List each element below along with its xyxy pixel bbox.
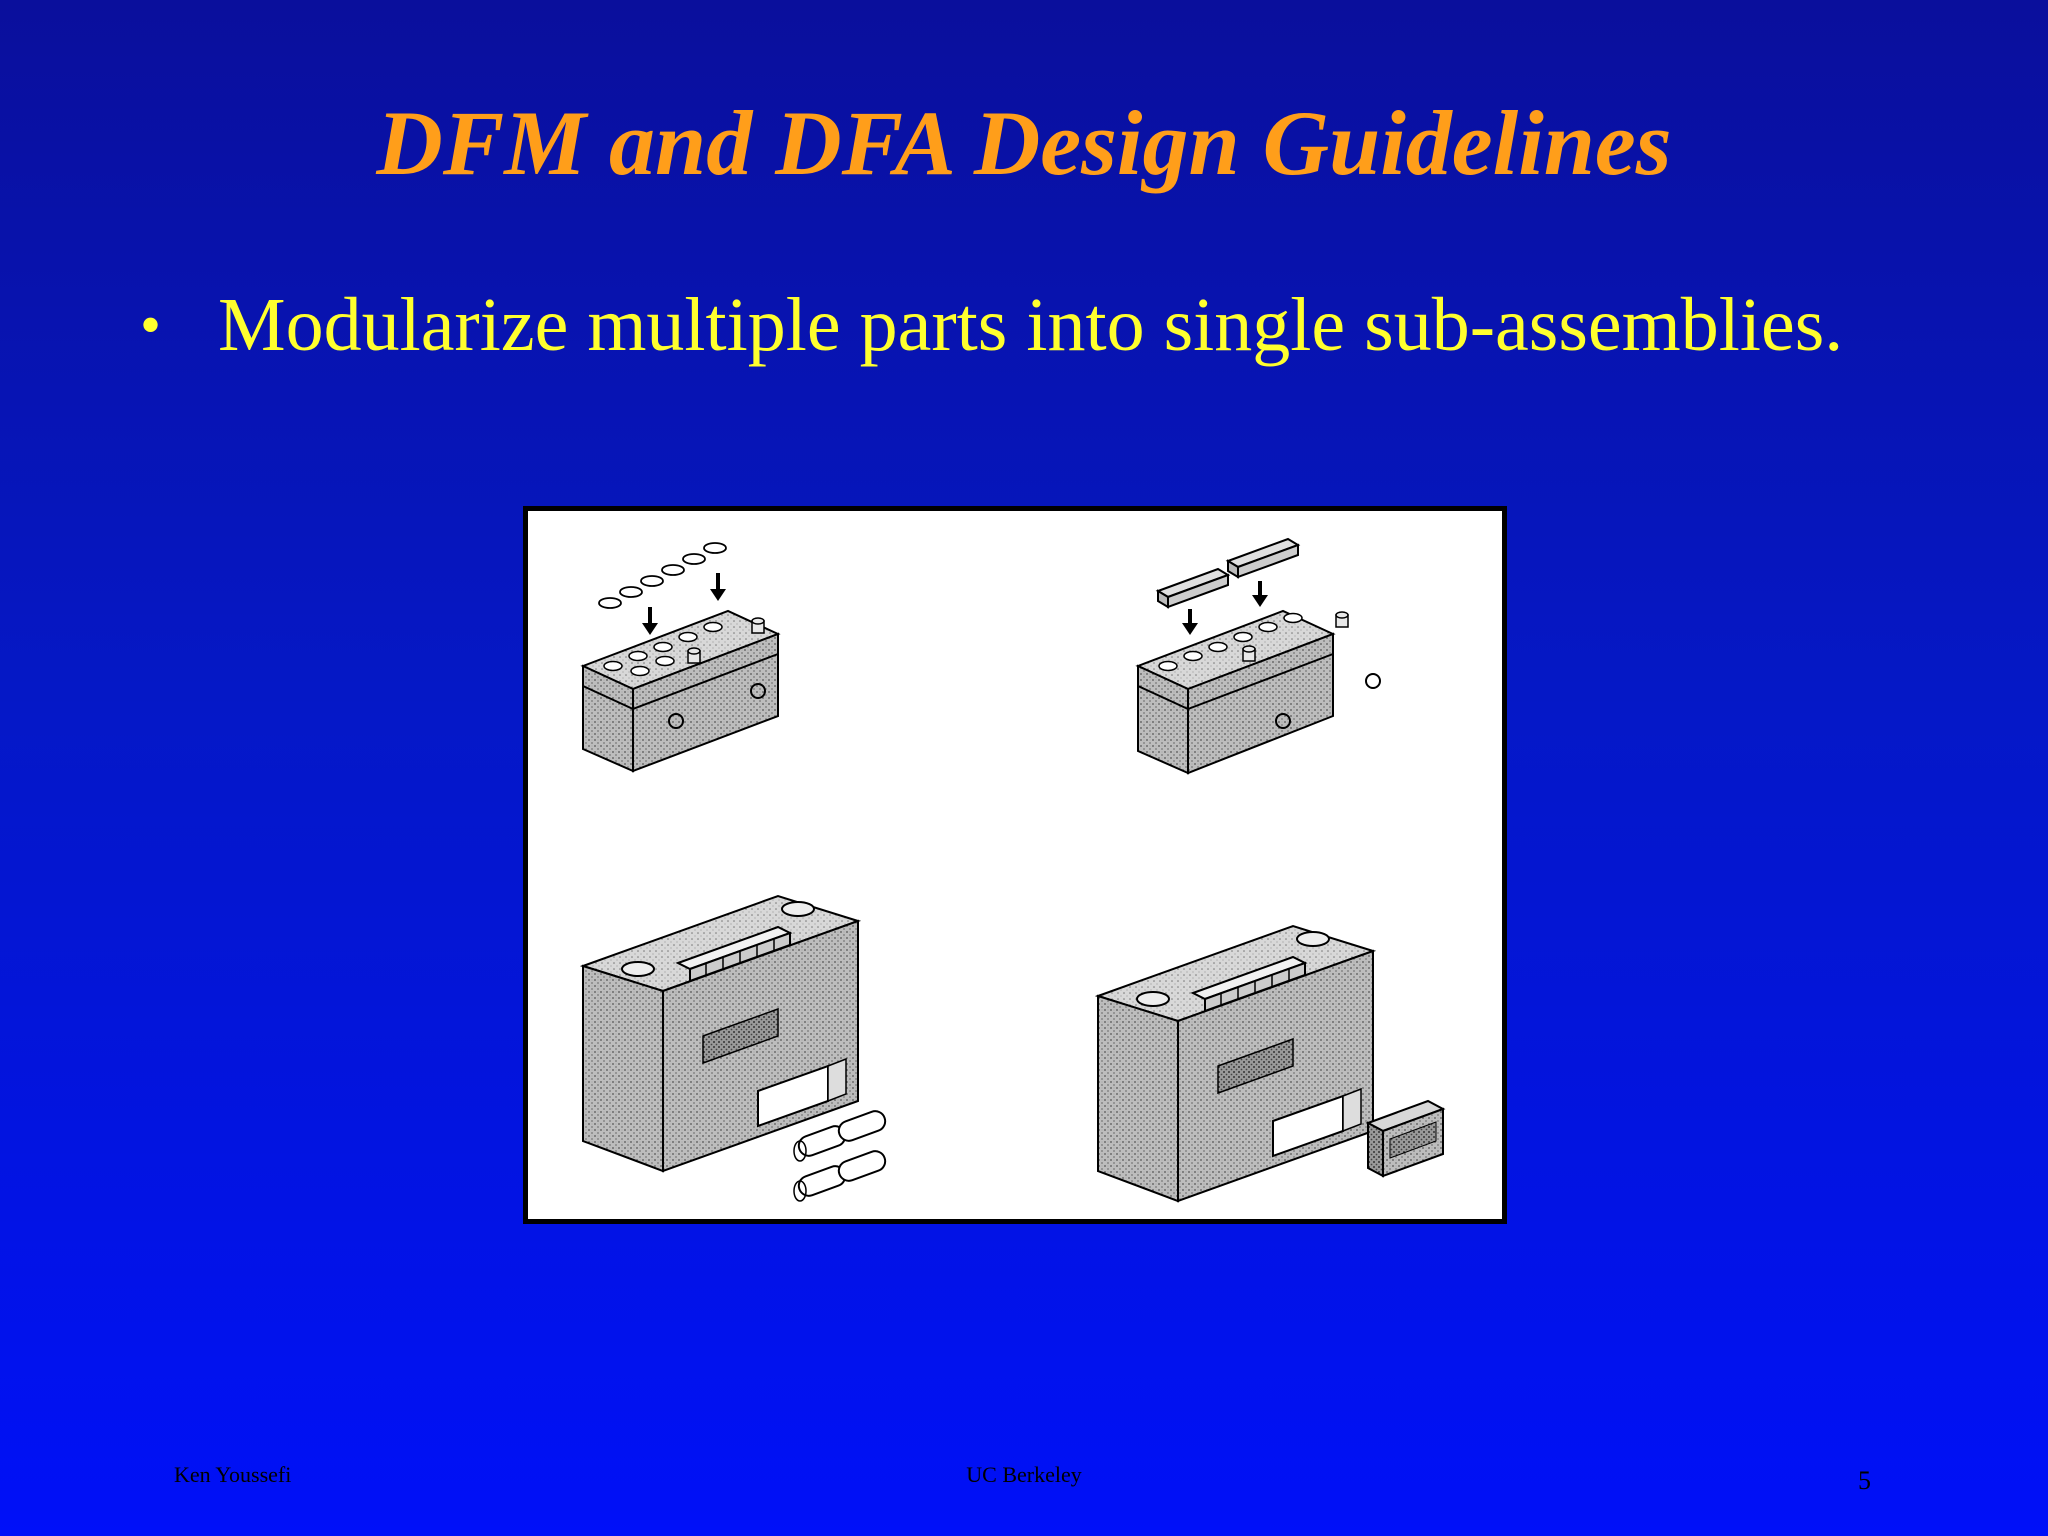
bullet-text: Modularize multiple parts into single su… [218,282,1844,367]
bullet-item: • Modularize multiple parts into single … [140,270,2000,380]
footer-page-number: 5 [1858,1466,1871,1495]
battery-modular-caps [1135,537,1381,775]
battery-individual-caps [580,542,781,773]
slide-title: DFM and DFA Design Guidelines [376,92,1672,194]
illustration-svg [579,537,1446,1203]
radio-battery-pack [1094,924,1446,1203]
bullet-marker: • [140,291,162,358]
footer-author: Ken Youssefi [174,1462,292,1487]
radio-loose-cells [579,894,887,1202]
modular-assembly-illustration [523,506,1507,1224]
footer-institution: UC Berkeley [966,1462,1082,1487]
